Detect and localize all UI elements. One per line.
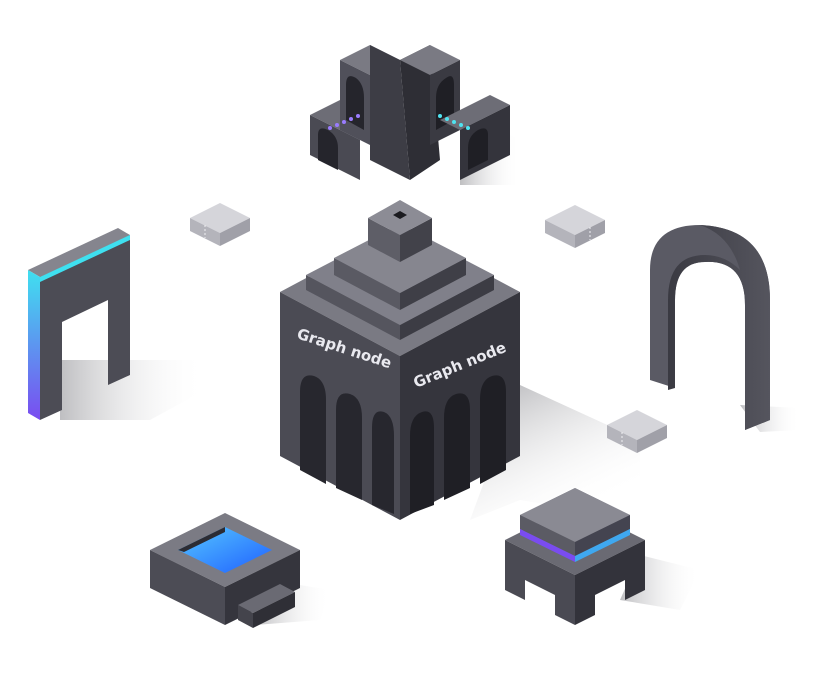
cross-center-left	[370, 45, 410, 180]
tower-tier3-right	[400, 258, 466, 310]
cross-left-dots	[328, 114, 360, 130]
cross-right-arch	[468, 128, 488, 170]
pool-spout-top	[238, 584, 295, 613]
tower-tier3-left	[334, 258, 400, 310]
left-portal	[28, 228, 205, 420]
tower-tier2-left	[306, 275, 400, 340]
tower-cap-left	[368, 218, 400, 262]
right-arch	[650, 225, 800, 432]
cross-left-arch	[318, 128, 338, 170]
table-body-right	[575, 540, 645, 625]
pool-spout-side	[253, 592, 295, 628]
left-portal-front	[40, 235, 130, 420]
tower-arches-right	[410, 375, 506, 514]
tower-arches-left	[300, 375, 394, 514]
pool-left	[150, 550, 225, 625]
left-portal-side	[28, 270, 40, 420]
pool-spout-front	[238, 605, 253, 628]
left-portal-accent	[40, 235, 130, 282]
left-portal-top	[28, 228, 130, 277]
cross-right-dots	[438, 114, 470, 130]
pool-rim	[178, 527, 225, 552]
right-arch-front	[668, 225, 770, 430]
table-body-left	[505, 540, 575, 625]
tower-cap-hole	[393, 211, 407, 219]
glass-cube-right	[545, 205, 605, 248]
top-cross-block	[310, 45, 520, 185]
pool-block	[150, 513, 330, 628]
glass-cube-left	[190, 203, 250, 246]
left-portal-shadow	[60, 360, 205, 420]
tower-tier2-right	[400, 275, 494, 340]
tower-cap-right	[400, 218, 432, 262]
glass-cube-small	[607, 410, 667, 453]
central-tower: Graph node Graph node	[280, 200, 640, 520]
cross-right-wing-top	[440, 95, 510, 130]
table-block	[505, 488, 700, 625]
